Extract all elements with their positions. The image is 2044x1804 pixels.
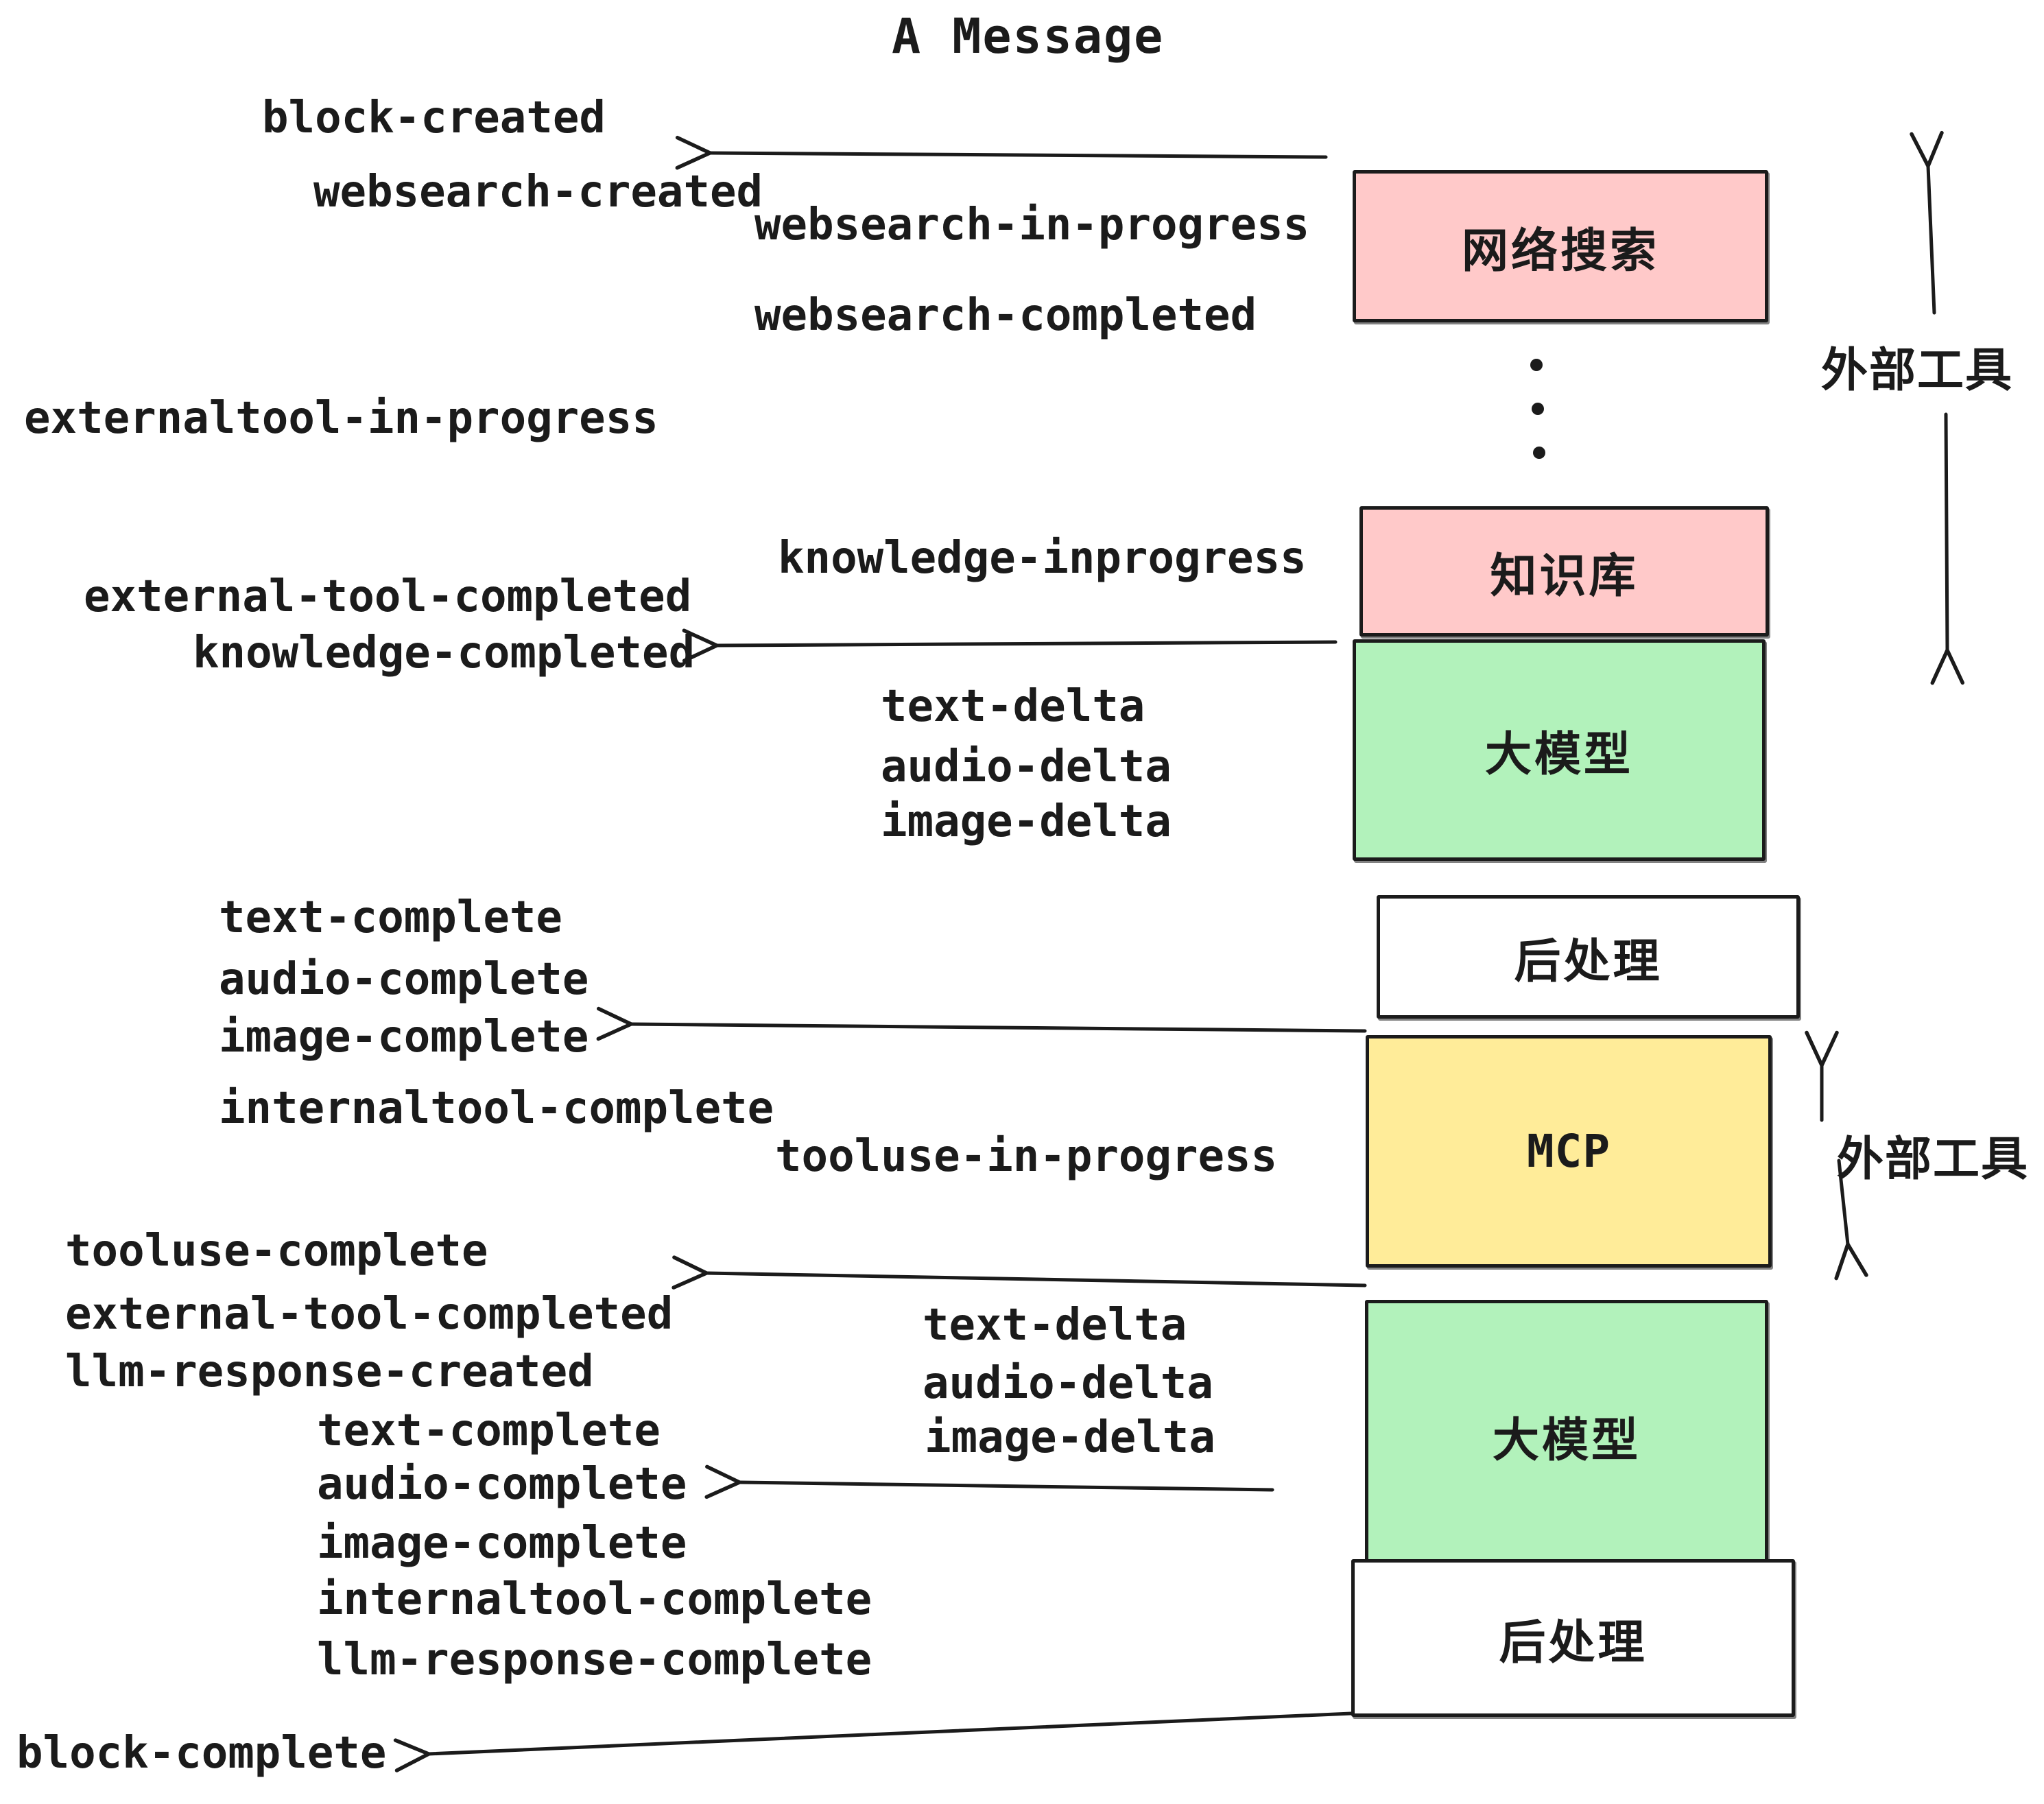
event-external-tool-completed: external-tool-completed: [84, 571, 692, 622]
box-knowledge-base-label: 知识库: [1490, 549, 1639, 604]
arrow-websearch-created: [675, 135, 1328, 170]
event-text-delta: text-delta: [881, 681, 1145, 732]
event-tooluse-complete: tooluse-complete: [65, 1226, 488, 1277]
event-knowledge-completed: knowledge-completed: [193, 628, 696, 678]
arrow-knowledge-completed: [682, 628, 1338, 663]
box-knowledge-base: 知识库: [1359, 506, 1769, 637]
box-llm-2: 大模型: [1365, 1300, 1768, 1571]
event-llm-response-created: llm-response-created: [65, 1346, 594, 1397]
box-mcp: MCP: [1366, 1035, 1772, 1268]
arrow-tooluse-complete: [672, 1255, 1367, 1290]
event-llm-response-complete: llm-response-complete: [317, 1635, 872, 1685]
side-label-external-tools-2: 外部工具: [1837, 1132, 2030, 1187]
event-image-complete: image-complete: [219, 1012, 589, 1063]
event-internaltool-complete-2: internaltool-complete: [317, 1574, 872, 1625]
arrow-audio-complete: [704, 1464, 1274, 1499]
event-block-complete: block-complete: [16, 1728, 387, 1779]
arrow-external-tools-down: [1930, 412, 1965, 685]
diagram-title: A Message: [892, 8, 1165, 64]
event-audio-delta: audio-delta: [881, 741, 1172, 792]
box-postprocess-1-label: 后处理: [1514, 934, 1663, 989]
event-image-complete-2: image-complete: [317, 1518, 687, 1569]
vertical-ellipsis-icon: [1530, 359, 1545, 459]
event-internaltool-complete: internaltool-complete: [219, 1083, 774, 1134]
event-audio-delta-2: audio-delta: [923, 1358, 1213, 1409]
arrow-block-complete: [393, 1711, 1353, 1772]
box-llm-1-label: 大模型: [1484, 728, 1633, 782]
event-audio-complete-2: audio-complete: [317, 1459, 687, 1510]
event-websearch-completed: websearch-completed: [754, 290, 1257, 341]
event-tooluse-in-progress: tooluse-in-progress: [775, 1131, 1278, 1182]
event-externaltool-in-progress: externaltool-in-progress: [24, 393, 658, 444]
event-websearch-created: websearch-created: [313, 167, 763, 217]
box-llm-2-label: 大模型: [1492, 1413, 1641, 1468]
event-knowledge-inprogress: knowledge-inprogress: [778, 533, 1307, 584]
arrow-external-tools-up: [1910, 130, 1944, 315]
box-websearch: 网络搜索: [1353, 170, 1768, 322]
event-text-delta-2: text-delta: [923, 1300, 1187, 1351]
box-postprocess-2-label: 后处理: [1499, 1615, 1648, 1670]
box-postprocess-1: 后处理: [1377, 895, 1800, 1019]
event-block-created: block-created: [262, 93, 606, 143]
box-websearch-label: 网络搜索: [1461, 224, 1659, 278]
event-image-delta-2: image-delta: [925, 1412, 1215, 1463]
event-text-complete-2: text-complete: [317, 1405, 661, 1456]
event-external-tool-completed-2: external-tool-completed: [65, 1289, 674, 1340]
event-audio-complete: audio-complete: [219, 954, 589, 1005]
box-postprocess-2: 后处理: [1351, 1559, 1795, 1717]
event-websearch-in-progress: websearch-in-progress: [754, 200, 1310, 250]
side-label-external-tools-1: 外部工具: [1821, 344, 2014, 398]
arrow-image-complete: [596, 1006, 1367, 1041]
event-image-delta: image-delta: [881, 796, 1172, 847]
box-mcp-label: MCP: [1526, 1125, 1611, 1178]
event-text-complete: text-complete: [219, 892, 562, 943]
box-llm-1: 大模型: [1353, 639, 1766, 861]
